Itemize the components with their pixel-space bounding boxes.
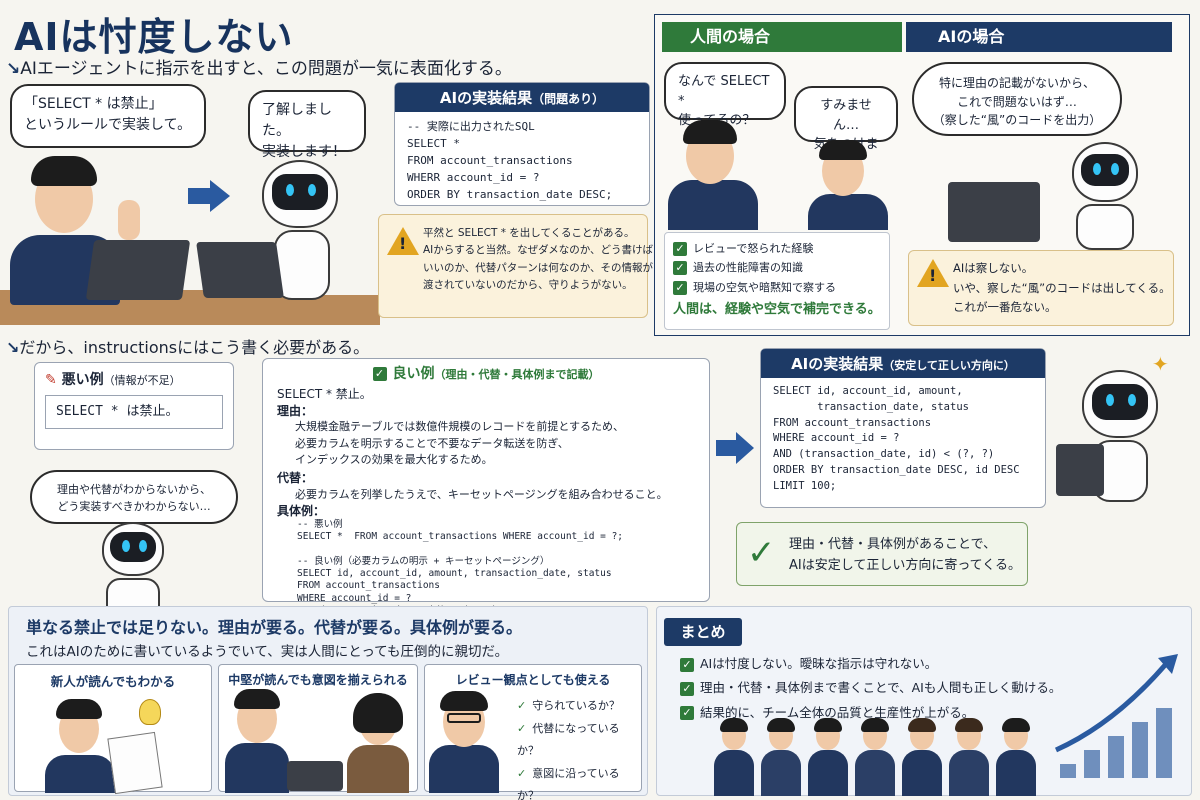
warning-icon: ! xyxy=(917,259,949,287)
team-illustration xyxy=(712,716,1052,796)
bad-example-header: ✎ 悪い例（情報が不足） xyxy=(45,372,181,388)
sparkle-icon: ✦ xyxy=(1152,352,1169,376)
card-newcomer: 新人が読んでもわかる xyxy=(14,664,212,795)
check-icon: ✓ xyxy=(747,533,776,573)
bottom-headline: 単なる禁止では足りない。理由が要る。代替が要る。具体例が要る。 xyxy=(26,618,523,637)
ai-thought-cloud: 特に理由の記載がないから、これで問題ないはず…（察した“風”のコードを出力） xyxy=(912,62,1122,136)
ai-warning-box: ! AIは察しない。いや、察した“風”のコードは出してくる。これが一番危ない。 xyxy=(908,250,1174,326)
growth-trend-arrow xyxy=(1054,662,1168,753)
good-example-header: ✓良い例（理由・代替・具体例まで記載） xyxy=(277,363,695,383)
page-subtitle: ↘AIエージェントに指示を出すと、この問題が一気に表面化する。 xyxy=(6,59,512,79)
check-item: ✓現場の空気や暗黙知で察する xyxy=(673,278,881,297)
growth-bar xyxy=(1084,750,1100,778)
card-midlevel: 中堅が読んでも意図を揃えられる xyxy=(218,664,418,793)
ai-robot-laptop-illustration xyxy=(930,142,1180,252)
reason-text: 大規模金融テーブルでは数億件規模のレコードを前提とするため、 必要カラムを明示す… xyxy=(295,420,625,466)
growth-arrow-head xyxy=(1158,654,1178,674)
growth-bar xyxy=(1132,722,1148,778)
growth-bar xyxy=(1060,764,1076,778)
alt-text: 必要カラムを列挙したうえで、キーセットページングを組み合わせること。 xyxy=(295,487,668,501)
bad-example-code: SELECT * は禁止。 xyxy=(45,395,223,430)
check-item: ✓守られているか？ xyxy=(517,699,620,712)
human-speech-bubble: 「SELECT * は禁止」というルールで実装して。 xyxy=(10,84,206,148)
human-conclusion: 人間は、経験や空気で補完できる。 xyxy=(673,301,881,317)
robot-at-laptop-illustration xyxy=(196,160,380,325)
team-member xyxy=(806,716,850,796)
check-item: ✓意図に沿っているか？ xyxy=(517,766,620,800)
good-example-rule: SELECT * 禁止。 xyxy=(277,387,372,401)
growth-bar xyxy=(1156,708,1172,778)
check-item: ✓レビューで怒られた経験 xyxy=(673,239,881,258)
team-member xyxy=(712,716,756,796)
team-member xyxy=(759,716,803,796)
summary-item: ✓理由・代替・具体例まで書くことで、AIも人間も正しく動ける。 xyxy=(680,676,1061,700)
happy-robot-illustration: ✦ xyxy=(1052,352,1192,510)
team-member xyxy=(853,716,897,796)
lightbulb-icon xyxy=(139,699,161,725)
note-text: 理由・代替・具体例があることで、AIは安定して正しい方向に寄ってくる。 xyxy=(789,537,1022,573)
card-title: 中堅が読んでも意図を揃えられる xyxy=(228,673,408,687)
impl-result-bad-header: AIの実装結果（問題あり） xyxy=(395,83,649,112)
growth-bar-chart xyxy=(1054,654,1178,778)
check-icon: ✓ xyxy=(680,681,694,696)
bad-example-panel: ✎ 悪い例（情報が不足） SELECT * は禁止。 xyxy=(34,362,234,450)
warning-icon: ! xyxy=(387,227,419,255)
ai-case-header: AIの場合 xyxy=(906,22,1172,52)
alt-label: 代替： xyxy=(277,470,314,485)
impl-result-good-code: SELECT id, account_id, amount, transacti… xyxy=(773,385,1020,492)
summary-item: ✓結果的に、チーム全体の品質と生産性が上がる。 xyxy=(680,701,1061,725)
glasses-icon xyxy=(447,713,481,723)
human-at-laptop-illustration xyxy=(0,140,220,325)
check-icon: ✓ xyxy=(673,280,687,295)
warning-text: 平然と SELECT * を出してくることがある。 AIからすると当然。なぜダメ… xyxy=(423,227,654,291)
impl-result-good-header: AIの実装結果（安定して正しい方向に） xyxy=(761,349,1045,378)
ai-warning-text: AIは察しない。いや、察した“風”のコードは出してくる。これが一番危ない。 xyxy=(953,261,1171,315)
check-icon: ✓ xyxy=(680,657,694,672)
check-item: ✓代替になっているか？ xyxy=(517,721,620,758)
reason-label: 理由： xyxy=(277,404,314,418)
card-review: レビュー観点としても使える ✓守られているか？ ✓代替になっているか？ ✓意図に… xyxy=(424,664,642,800)
confused-robot-illustration xyxy=(84,522,184,610)
check-icon: ✓ xyxy=(673,261,687,276)
check-icon: ✓ xyxy=(517,699,527,712)
check-icon: ✓ xyxy=(372,367,387,381)
check-icon: ✓ xyxy=(517,766,527,780)
team-member xyxy=(900,716,944,796)
review-checklist: ✓守られているか？ ✓代替になっているか？ ✓意図に沿っているか？ xyxy=(517,695,641,800)
summary-item: ✓AIは忖度しない。曖昧な指示は守れない。 xyxy=(680,652,1061,676)
impl-result-bad-code: -- 実際に出力されたSQL SELECT * FROM account_tra… xyxy=(407,120,613,202)
example-label: 具体例： xyxy=(277,503,326,518)
section2-label: ↘だから、instructionsにはこう書く必要がある。 xyxy=(6,338,370,357)
check-icon: ✓ xyxy=(680,706,694,721)
card-title: レビュー観点としても使える xyxy=(455,673,611,687)
human-checklist: ✓レビューで怒られた経験 ✓過去の性能障害の知識 ✓現場の空気や暗黙知で察する … xyxy=(664,232,890,330)
robot-speech-bubble: 了解しました。実装します！ xyxy=(248,90,366,160)
bad-example-robot-cloud: 理由や代替がわからないから、どう実装すべきかわからない… xyxy=(30,470,238,524)
senior-junior-illustration xyxy=(658,110,898,230)
human-case-header: 人間の場合 xyxy=(662,22,902,52)
impl-result-good-note: ✓ 理由・代替・具体例があることで、AIは安定して正しい方向に寄ってくる。 xyxy=(736,522,1028,586)
check-icon: ✓ xyxy=(517,721,527,735)
bottom-subline: これはAIのために書いているようでいて、実は人間にとっても圧倒的に親切だ。 xyxy=(26,644,509,660)
impl-result-bad-warning: ! 平然と SELECT * を出してくることがある。 AIからすると当然。なぜ… xyxy=(378,214,654,318)
good-example-panel: ✓良い例（理由・代替・具体例まで記載） SELECT * 禁止。 理由： 大規模… xyxy=(262,358,710,641)
team-member xyxy=(947,716,991,796)
check-icon: ✓ xyxy=(673,242,687,256)
page-title: AIは忖度しない xyxy=(14,15,294,59)
pencil-cross-icon: ✎ xyxy=(45,372,57,388)
card-title: 新人が読んでもわかる xyxy=(50,674,176,689)
check-item: ✓過去の性能障害の知識 xyxy=(673,258,881,277)
impl-result-bad-panel: AIの実装結果（問題あり） -- 実際に出力されたSQL SELECT * FR… xyxy=(394,82,650,206)
summary-title: まとめ xyxy=(664,618,742,646)
growth-bar xyxy=(1108,736,1124,778)
summary-list: ✓AIは忖度しない。曖昧な指示は守れない。 ✓理由・代替・具体例まで書くことで、… xyxy=(680,652,1061,725)
impl-result-good-panel: AIの実装結果（安定して正しい方向に） SELECT id, account_i… xyxy=(760,348,1046,508)
team-member xyxy=(994,716,1038,796)
human-question-bubble: なんで SELECT *使ってるの？ xyxy=(664,62,786,128)
